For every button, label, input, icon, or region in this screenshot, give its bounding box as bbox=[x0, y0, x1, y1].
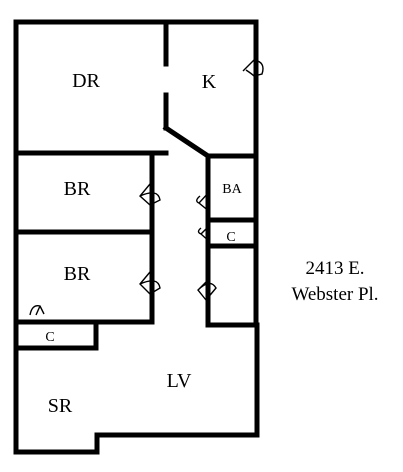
label-closet: C bbox=[226, 230, 235, 245]
address-line-2: Webster Pl. bbox=[291, 284, 379, 305]
label-bedroom: BR bbox=[64, 263, 91, 285]
door-swing-icon bbox=[29, 305, 45, 316]
door-swing-icon bbox=[196, 190, 211, 213]
label-kitchen: K bbox=[202, 71, 217, 93]
label-closet: C bbox=[45, 330, 54, 345]
walls bbox=[13, 19, 260, 455]
door-swing-icon bbox=[197, 277, 217, 301]
doors bbox=[29, 59, 264, 316]
address-line-1: 2413 E. bbox=[305, 258, 365, 279]
door-swing-icon bbox=[197, 224, 211, 243]
label-dining-room: DR bbox=[72, 70, 100, 92]
room-labels: DR K BA BR C BR C LV SR bbox=[45, 70, 242, 417]
wall-bedroom-closet bbox=[15, 319, 99, 351]
label-living-room: LV bbox=[167, 370, 192, 392]
door-swing-icon bbox=[139, 183, 161, 206]
label-bedroom: BR bbox=[64, 178, 91, 200]
door-swing-icon bbox=[139, 271, 161, 295]
label-bathroom: BA bbox=[222, 182, 242, 197]
address-label: 2413 E. Webster Pl. bbox=[270, 256, 400, 308]
wall-kitchen-diagonal bbox=[162, 124, 259, 159]
door-swing-icon bbox=[242, 59, 264, 77]
outer-wall bbox=[13, 19, 260, 455]
label-sun-room: SR bbox=[48, 395, 73, 417]
